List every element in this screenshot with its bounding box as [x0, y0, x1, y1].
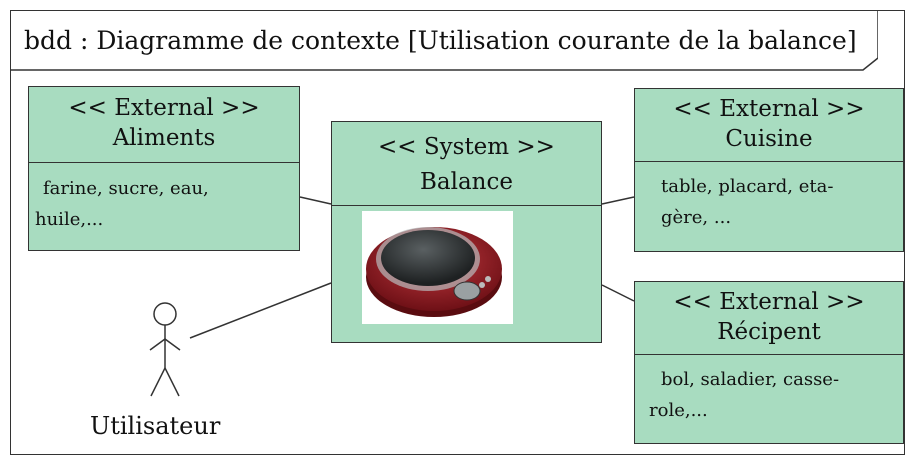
block-system-header: << System >> Balance	[332, 122, 601, 206]
block-aliments-stereotype: << External >>	[68, 95, 260, 121]
block-cuisine-stereotype: << External >>	[673, 96, 865, 122]
block-system-stereotype: << System >>	[378, 134, 555, 160]
block-aliments-body: farine, sucre, eau, huile,...	[29, 163, 299, 250]
block-recipent-stereotype: << External >>	[673, 289, 865, 315]
frame-tab-outline	[10, 11, 878, 71]
frame-title: bdd : Diagramme de contexte [Utilisation…	[24, 26, 857, 55]
block-cuisine-body: table, placard, eta- gère, ...	[635, 162, 903, 251]
block-recipent-body: bol, saladier, casse- role,...	[635, 355, 903, 443]
block-aliments: << External >> Aliments farine, sucre, e…	[28, 86, 300, 251]
connector-system-recipent	[601, 284, 635, 302]
block-cuisine: << External >> Cuisine table, placard, e…	[634, 88, 904, 252]
block-system-name: Balance	[420, 169, 513, 195]
connector-aliments-system	[299, 196, 332, 205]
connector-actor-system	[189, 282, 332, 339]
block-cuisine-name: Cuisine	[725, 126, 813, 152]
block-recipent-header: << External >> Récipent	[635, 282, 903, 355]
block-cuisine-header: << External >> Cuisine	[635, 89, 903, 162]
block-aliments-header: << External >> Aliments	[29, 87, 299, 163]
kitchen-scale-image	[362, 211, 513, 324]
actor-label: Utilisateur	[90, 412, 221, 440]
block-cuisine-line-1: table, placard, eta-	[661, 176, 834, 197]
block-recipent-line-2: role,...	[649, 400, 708, 421]
block-cuisine-line-2: gère, ...	[661, 207, 732, 228]
block-recipent-name: Récipent	[717, 319, 821, 345]
block-recipent: << External >> Récipent bol, saladier, c…	[634, 281, 904, 444]
block-aliments-line-2: huile,...	[35, 209, 104, 230]
block-aliments-name: Aliments	[112, 125, 216, 151]
diagram-frame	[10, 10, 905, 455]
stick-figure-icon	[149, 302, 181, 397]
connector-system-cuisine	[601, 196, 635, 205]
frame-title-tab: bdd : Diagramme de contexte [Utilisation…	[10, 10, 878, 71]
block-aliments-line-1: farine, sucre, eau,	[43, 178, 209, 199]
block-recipent-line-1: bol, saladier, casse-	[661, 369, 840, 390]
